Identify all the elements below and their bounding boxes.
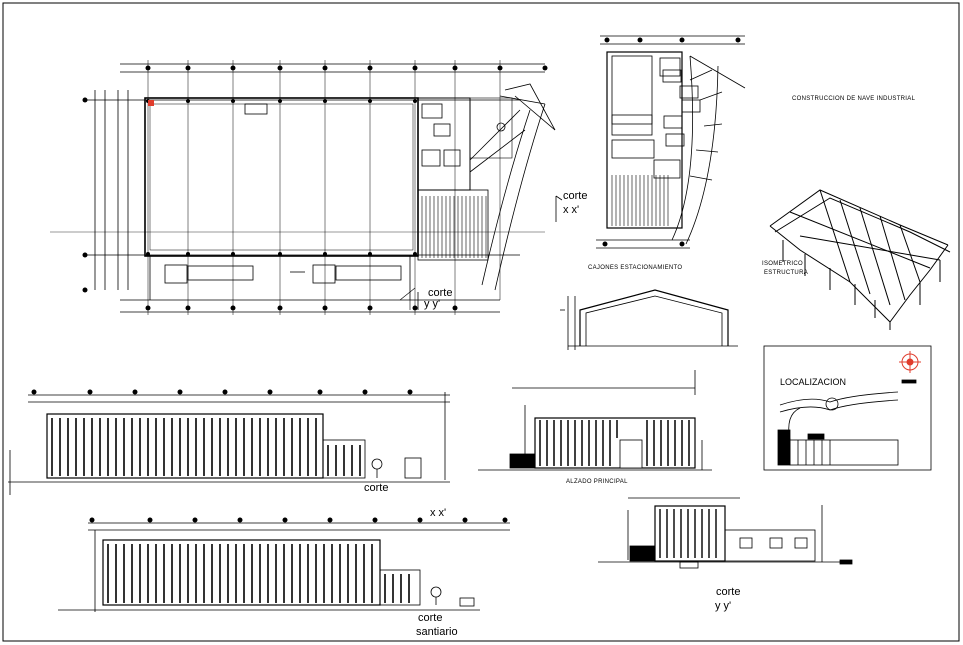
parking-label: CAJONES ESTACIONAMIENTO (588, 265, 683, 271)
floor-plan (50, 60, 556, 315)
sheet-title: CONSTRUCCION DE NAVE INDUSTRIAL (792, 96, 916, 102)
alzado-label: ALZADO PRINCIPAL (566, 479, 628, 485)
side-elevation (8, 392, 450, 495)
corte-xx-plan-title: corte (563, 190, 588, 202)
front-elevation (478, 370, 712, 471)
parking-dots (602, 37, 741, 247)
location-label: LOCALIZACION (780, 377, 847, 387)
section-yy-cladding (659, 509, 717, 558)
corte-yy-plan-marks: y y' (424, 298, 441, 310)
corte-sanitario-title: corte (418, 612, 443, 624)
plan-hatch (421, 196, 487, 258)
plan-column-dots (82, 65, 548, 311)
parking-plan (596, 35, 746, 249)
accent-marker (148, 100, 154, 106)
sanitary-cladding (107, 544, 410, 603)
isometric-structure (769, 189, 951, 330)
corte-elevation-label: corte (364, 482, 389, 494)
location-map (763, 345, 932, 471)
isometric-label-line1: ISOMETRICO (762, 261, 804, 267)
front-elevation-cladding (539, 420, 690, 466)
section-yy (598, 497, 853, 569)
frame-section (560, 289, 738, 350)
sanitary-dots (89, 517, 508, 523)
corte-yy-plan-title: corte (428, 287, 453, 299)
side-elevation-cladding (51, 418, 361, 476)
corte-sanitario-name: santiario (416, 626, 458, 638)
parking-hatch (611, 175, 669, 226)
isometric-label-line2: ESTRUCTURA (764, 270, 809, 276)
side-elevation-dots (31, 389, 413, 395)
corte-yy-section-marks: y y' (715, 600, 732, 612)
plan-section-marks (417, 195, 563, 310)
sanitary-section (58, 522, 510, 612)
corte-yy-section-title: corte (716, 586, 741, 598)
north-arrow-icon (899, 351, 921, 373)
corte-xx-plan-marks: x x' (563, 204, 580, 216)
xx-elevation-label: x x' (430, 507, 447, 519)
